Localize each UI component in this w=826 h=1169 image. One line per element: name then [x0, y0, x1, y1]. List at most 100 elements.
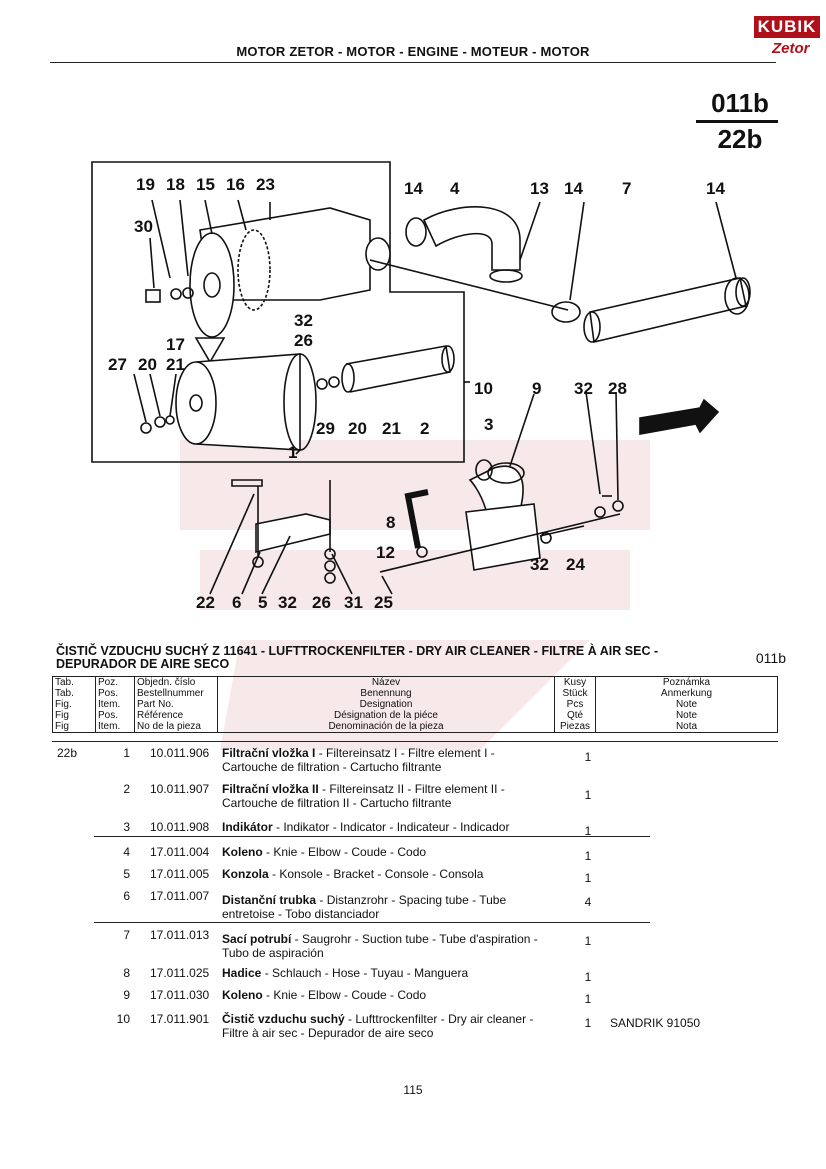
- row-name-rest: - Filtereinsatz I - Filtre element I - C…: [222, 746, 495, 774]
- row-description: Indikátor - Indikator - Indicator - Indi…: [222, 820, 552, 834]
- row-name-cz: Distanční trubka: [222, 893, 317, 907]
- row-pos: 6: [123, 889, 130, 903]
- row-description: Konzola - Konsole - Bracket - Console - …: [222, 867, 552, 881]
- elbow-4: [422, 206, 521, 271]
- row-description: Filtrační vložka I - Filtereinsatz I - F…: [222, 746, 552, 774]
- callout-23: 23: [256, 175, 275, 194]
- section-title: ČISTIČ VZDUCHU SUCHÝ Z 11641 - LUFTTROCK…: [56, 644, 659, 671]
- callout-27: 27: [108, 355, 127, 374]
- callout-26a: 26: [294, 331, 313, 350]
- diagram-callouts: 19 18 15 16 23 30 14 4 13 14 7 14 32 26 …: [108, 175, 725, 612]
- page-code-top: 011b: [711, 88, 769, 118]
- bracket-5: [255, 513, 331, 554]
- row-description: Čistič vzduchu suchý - Lufttrockenfilter…: [222, 1012, 552, 1040]
- callout-5: 5: [258, 593, 267, 612]
- row-pos: 10: [116, 1012, 130, 1026]
- callout-22: 22: [196, 593, 215, 612]
- row-separator: [94, 836, 650, 837]
- callout-30: 30: [134, 217, 153, 236]
- row-description: Distanční trubka - Distanzrohr - Spacing…: [222, 893, 552, 921]
- row-qty: 1: [584, 788, 592, 802]
- callout-7: 7: [622, 179, 631, 198]
- row-name-cz: Filtrační vložka II: [222, 782, 319, 796]
- callout-24: 24: [566, 555, 585, 574]
- row-qty: 1: [584, 871, 592, 885]
- page-code-divider: [696, 120, 778, 123]
- row-name-rest: - Schlauch - Hose - Tuyau - Manguera: [261, 966, 469, 980]
- row-pos: 1: [123, 746, 130, 760]
- callout-21b: 21: [382, 419, 401, 438]
- housing-outlet: [365, 237, 391, 271]
- callout-32a: 32: [294, 311, 313, 330]
- callout-32c: 32: [530, 555, 549, 574]
- callout-8: 8: [386, 513, 395, 532]
- row-name-cz: Hadice: [222, 966, 262, 980]
- row-name-cz: Čistič vzduchu suchý: [222, 1012, 345, 1026]
- row-qty: 1: [584, 849, 592, 863]
- section-code: 011b: [755, 650, 786, 666]
- exploded-parts-diagram: 19 18 15 16 23 30 14 4 13 14 7 14 32 26 …: [91, 161, 751, 612]
- row-pos: 7: [123, 928, 130, 942]
- row-part-no: 17.011.025: [150, 966, 210, 980]
- filter-element-1: [195, 353, 301, 451]
- row-name-rest: - Lufttrockenfilter - Dry air cleaner - …: [222, 1012, 534, 1040]
- col-poz: Poz.Pos.Item.Pos.Item.: [95, 676, 135, 733]
- assembly-frame: [91, 161, 465, 463]
- page-number: 115: [403, 1083, 423, 1097]
- row-part-no: 10.011.907: [150, 782, 210, 796]
- row-name-cz: Koleno: [222, 988, 263, 1002]
- callout-19: 19: [136, 175, 155, 194]
- callout-28: 28: [608, 379, 627, 398]
- housing-cover: [189, 232, 235, 338]
- callout-9: 9: [532, 379, 541, 398]
- row-pos: 8: [123, 966, 130, 980]
- suction-tube-7: [589, 277, 747, 343]
- elbow-flange: [465, 503, 541, 571]
- row-description: Koleno - Knie - Elbow - Coude - Codo: [222, 845, 552, 859]
- row-name-rest: - Knie - Elbow - Coude - Codo: [262, 845, 427, 859]
- row-part-no: 17.011.030: [150, 988, 210, 1002]
- row-name-cz: Koleno: [222, 845, 263, 859]
- callout-32b: 32: [574, 379, 593, 398]
- row-qty: 4: [584, 895, 592, 909]
- row-name-cz: Konzola: [222, 867, 269, 881]
- row-description: Hadice - Schlauch - Hose - Tuyau - Mangu…: [222, 966, 552, 980]
- kubik-zetor-logo: KUBIK Zetor: [754, 16, 820, 64]
- callout-26b: 26: [312, 593, 331, 612]
- row-separator: [94, 922, 650, 923]
- flow-arrow-icon: [639, 398, 720, 435]
- header-bottom-rule: [52, 741, 778, 742]
- callout-1: 1: [288, 443, 297, 462]
- callout-17: 17: [166, 335, 185, 354]
- row-pos: 5: [123, 867, 130, 881]
- callout-14b: 14: [564, 179, 583, 198]
- row-qty: 1: [584, 824, 592, 838]
- callout-18: 18: [166, 175, 185, 194]
- callout-32d: 32: [278, 593, 297, 612]
- row-name-rest: - Konsole - Bracket - Console - Consola: [268, 867, 484, 881]
- row-tab: 22b: [57, 746, 78, 760]
- row-name-rest: - Knie - Elbow - Coude - Codo: [262, 988, 427, 1002]
- callout-6: 6: [232, 593, 241, 612]
- row-name-cz: Sací potrubí: [222, 932, 292, 946]
- page-header-title: MOTOR ZETOR - MOTOR - ENGINE - MOTEUR - …: [236, 44, 590, 59]
- callout-20a: 20: [138, 355, 157, 374]
- header-divider: [50, 62, 776, 63]
- row-name-rest: - Distanzrohr - Spacing tube - Tube entr…: [222, 893, 507, 921]
- row-part-no: 17.011.901: [150, 1012, 210, 1026]
- row-note: SANDRIK 91050: [610, 1016, 701, 1030]
- logo-brand: KUBIK: [754, 16, 820, 38]
- callout-13: 13: [530, 179, 549, 198]
- row-pos: 2: [123, 782, 130, 796]
- row-description: Sací potrubí - Saugrohr - Suction tube -…: [222, 932, 552, 960]
- row-part-no: 17.011.005: [150, 867, 210, 881]
- row-qty: 1: [584, 992, 592, 1006]
- callout-14c: 14: [706, 179, 725, 198]
- row-description: Filtrační vložka II - Filtereinsatz II -…: [222, 782, 552, 810]
- callout-21a: 21: [166, 355, 185, 374]
- callout-12: 12: [376, 543, 395, 562]
